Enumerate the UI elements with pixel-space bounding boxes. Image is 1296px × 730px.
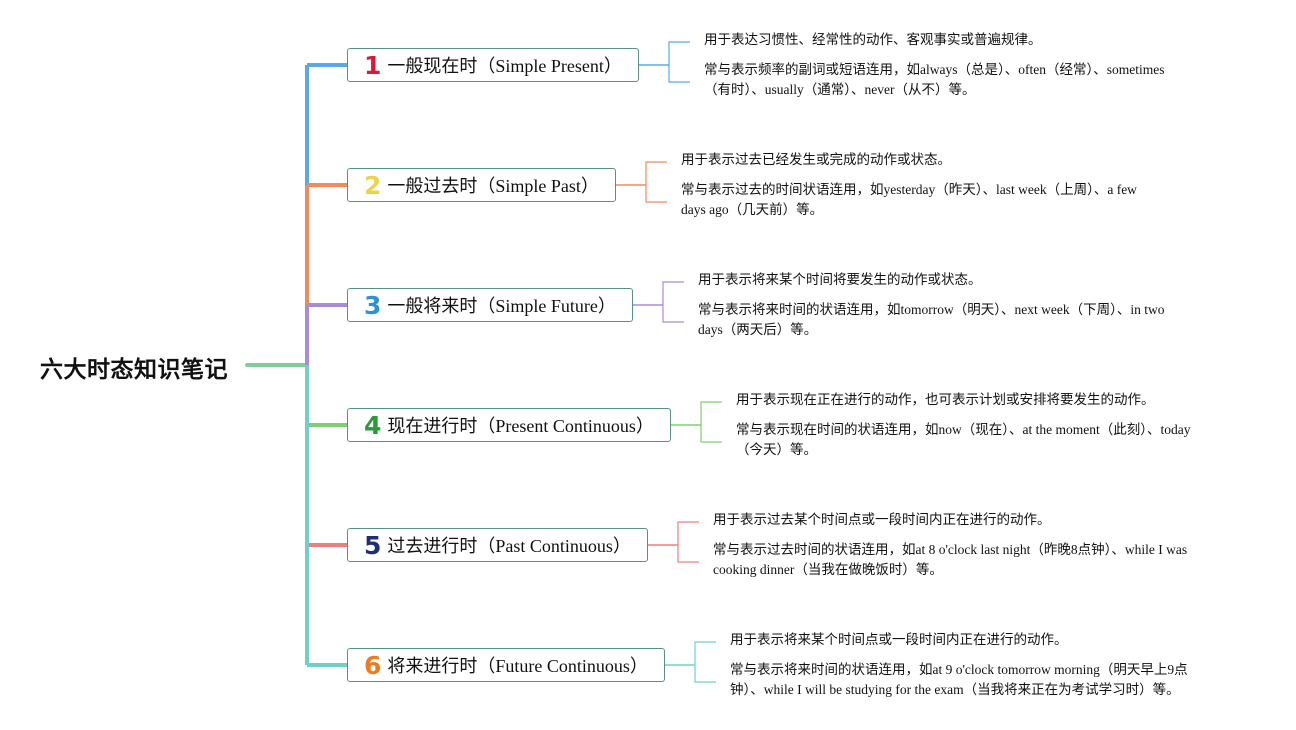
topic-1-detail-1: 用于表达习惯性、经常性的动作、客观事实或普遍规律。 xyxy=(704,30,1042,50)
topic-4-detail-2: 常与表示现在时间的状语连用，如now（现在）、at the moment（此刻）… xyxy=(736,420,1190,460)
detail-line: 钟）、while I will be studying for the exam… xyxy=(730,682,1180,697)
topic-number-icon: 6 xyxy=(364,650,382,680)
topic-label: 过去进行时（Past Continuous） xyxy=(387,536,631,556)
detail-bracket-5 xyxy=(677,521,699,563)
detail-line: cooking dinner（当我在做晚饭时）等。 xyxy=(713,562,943,577)
topic-number-icon: 2 xyxy=(364,170,382,200)
detail-line: 常与表示现在时间的状语连用，如now（现在）、at the moment（此刻）… xyxy=(736,422,1191,437)
detail-line: 用于表示过去某个时间点或一段时间内正在进行的动作。 xyxy=(713,512,1051,527)
topic-5-detail-1: 用于表示过去某个时间点或一段时间内正在进行的动作。 xyxy=(713,510,1051,530)
detail-line: （有时）、usually（通常）、never（从不）等。 xyxy=(704,82,976,97)
detail-bracket-2 xyxy=(645,161,667,203)
detail-bracket-1 xyxy=(668,41,690,83)
topic-number-icon: 4 xyxy=(364,410,382,440)
topic-3-detail-2: 常与表示将来时间的状语连用，如tomorrow（明天）、next week（下周… xyxy=(698,300,1164,340)
detail-bracket-3 xyxy=(662,281,684,323)
detail-line: days ago（几天前）等。 xyxy=(681,202,824,217)
detail-bracket-6 xyxy=(694,641,716,683)
topic-5-detail-2: 常与表示过去时间的状语连用，如at 8 o'clock last night（昨… xyxy=(713,540,1187,580)
detail-line: days（两天后）等。 xyxy=(698,322,818,337)
detail-line: 常与表示频率的副词或短语连用，如always（总是）、often（经常）、som… xyxy=(704,62,1165,77)
detail-line: 用于表示将来某个时间将要发生的动作或状态。 xyxy=(698,272,982,287)
topic-label: 一般现在时（Simple Present） xyxy=(387,56,622,76)
detail-bracket-4 xyxy=(700,401,722,443)
topic-6-detail-2: 常与表示将来时间的状语连用，如at 9 o'clock tomorrow mor… xyxy=(730,660,1188,700)
detail-line: 用于表示过去已经发生或完成的动作或状态。 xyxy=(681,152,951,167)
topic-3-detail-1: 用于表示将来某个时间将要发生的动作或状态。 xyxy=(698,270,982,290)
topic-6-detail-1: 用于表示将来某个时间点或一段时间内正在进行的动作。 xyxy=(730,630,1068,650)
topic-label: 一般将来时（Simple Future） xyxy=(387,296,616,316)
topic-label: 一般过去时（Simple Past） xyxy=(387,176,599,196)
topic-number-icon: 5 xyxy=(364,530,382,560)
root-topic[interactable]: 六大时态知识笔记 xyxy=(40,357,228,383)
detail-line: 常与表示将来时间的状语连用，如at 9 o'clock tomorrow mor… xyxy=(730,662,1188,677)
detail-line: （今天）等。 xyxy=(736,442,817,457)
topic-2-detail-1: 用于表示过去已经发生或完成的动作或状态。 xyxy=(681,150,951,170)
topic-2-detail-2: 常与表示过去的时间状语连用，如yesterday（昨天）、last week（上… xyxy=(681,180,1137,220)
topic-number-icon: 3 xyxy=(364,290,382,320)
detail-line: 常与表示将来时间的状语连用，如tomorrow（明天）、next week（下周… xyxy=(698,302,1165,317)
detail-line: 用于表示现在正在进行的动作，也可表示计划或安排将要发生的动作。 xyxy=(736,392,1155,407)
topic-label: 将来进行时（Future Continuous） xyxy=(387,656,648,676)
detail-line: 常与表示过去时间的状语连用，如at 8 o'clock last night（昨… xyxy=(713,542,1188,557)
topic-label: 现在进行时（Present Continuous） xyxy=(387,416,654,436)
topic-1-detail-2: 常与表示频率的副词或短语连用，如always（总是）、often（经常）、som… xyxy=(704,60,1164,100)
topic-4-detail-1: 用于表示现在正在进行的动作，也可表示计划或安排将要发生的动作。 xyxy=(736,390,1155,410)
detail-line: 用于表达习惯性、经常性的动作、客观事实或普遍规律。 xyxy=(704,32,1042,47)
detail-line: 常与表示过去的时间状语连用，如yesterday（昨天）、last week（上… xyxy=(681,182,1137,197)
topic-number-icon: 1 xyxy=(364,50,382,80)
detail-line: 用于表示将来某个时间点或一段时间内正在进行的动作。 xyxy=(730,632,1068,647)
